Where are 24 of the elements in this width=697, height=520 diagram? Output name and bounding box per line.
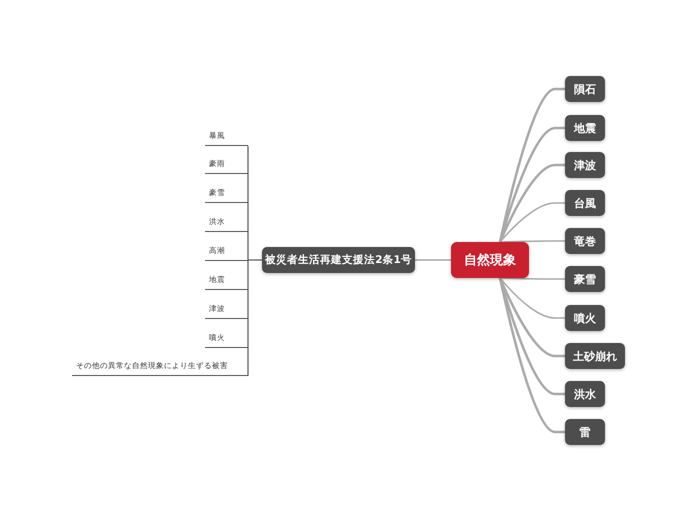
connector-line — [500, 240, 565, 243]
connector-line — [500, 277, 565, 280]
connector-line — [498, 126, 565, 242]
central-topic-box: 自然現象 — [451, 242, 529, 278]
subtopic-box: 台風 — [565, 190, 605, 216]
connector-line — [499, 202, 565, 242]
connector-line — [415, 259, 451, 261]
subtopic-box: 噴火 — [565, 305, 605, 331]
subtopic-box: 津波 — [565, 152, 605, 178]
subtopic-box: 隕石 — [565, 76, 605, 102]
connector-line — [498, 88, 565, 242]
connector-line — [498, 278, 565, 434]
connector-line — [248, 260, 262, 376]
subtopic-box: 地震 — [565, 115, 605, 141]
subtopic-box: 洪水 — [565, 381, 605, 407]
subtopic-box: 土砂崩れ — [565, 343, 625, 369]
connector-line — [498, 164, 565, 242]
connector-line — [498, 278, 565, 358]
branch-topic-box: 被災者生活再建支援法2条1号 — [262, 247, 415, 273]
subtopic-box: 竜巻 — [565, 228, 605, 254]
connector-line — [498, 278, 565, 396]
subtopic-box: 豪雪 — [565, 266, 605, 292]
subtopic-box: 雷 — [565, 419, 605, 445]
connector-line — [499, 278, 565, 319]
